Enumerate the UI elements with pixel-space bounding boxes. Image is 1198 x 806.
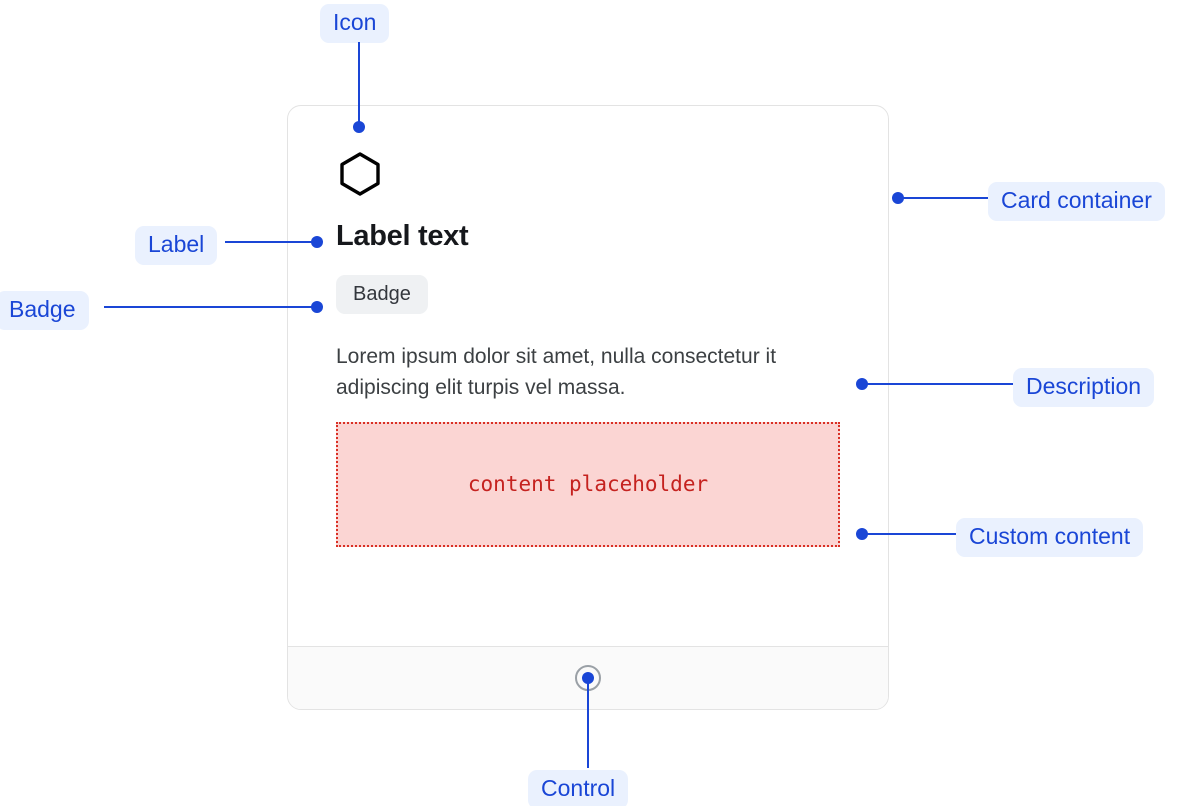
annotation-custom-content-label: Custom content bbox=[956, 518, 1144, 557]
placeholder-label: content placeholder bbox=[467, 472, 709, 496]
card-body: Label text Badge Lorem ipsum dolor sit a… bbox=[288, 106, 888, 648]
annotation-description-line bbox=[862, 383, 1017, 385]
hexagon-icon bbox=[340, 152, 380, 196]
custom-content-placeholder: content placeholder bbox=[336, 421, 840, 547]
annotation-badge-line bbox=[104, 306, 319, 308]
annotation-card-container-line bbox=[898, 197, 992, 199]
annotation-label-line bbox=[225, 241, 319, 243]
card-container[interactable]: Label text Badge Lorem ipsum dolor sit a… bbox=[287, 105, 889, 710]
annotation-badge-dot bbox=[311, 301, 323, 313]
annotation-custom-content-line bbox=[862, 533, 960, 535]
annotation-label-dot bbox=[311, 236, 323, 248]
annotation-description-label: Description bbox=[1013, 368, 1155, 407]
status-badge: Badge bbox=[336, 275, 428, 315]
annotation-icon-label: Icon bbox=[320, 4, 390, 43]
annotation-label-label: Label bbox=[135, 226, 218, 265]
annotation-badge-label: Badge bbox=[0, 291, 89, 330]
annotation-control-line bbox=[587, 678, 589, 768]
annotation-icon-dot bbox=[353, 121, 365, 133]
annotation-card-container-label: Card container bbox=[988, 182, 1165, 221]
card-description: Lorem ipsum dolor sit amet, nulla consec… bbox=[336, 345, 777, 400]
card-title: Label text bbox=[336, 220, 469, 252]
annotation-control-label: Control bbox=[528, 770, 629, 806]
annotation-icon-line bbox=[358, 42, 360, 128]
